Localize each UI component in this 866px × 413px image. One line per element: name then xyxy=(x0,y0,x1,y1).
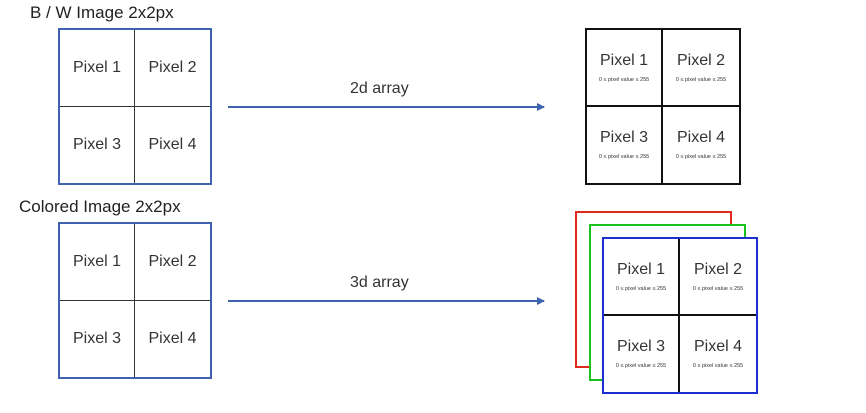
pixel-label: Pixel 4 xyxy=(676,129,726,147)
pixel-label: Pixel 3 xyxy=(599,129,649,147)
bw-pixel-grid: Pixel 1 Pixel 2 Pixel 3 Pixel 4 xyxy=(58,28,212,185)
pixel-label: Pixel 3 xyxy=(72,329,122,347)
pixel-range-text: 0 ≤ pixel value ≤ 255 xyxy=(675,154,727,161)
array-3d-cell: Pixel 3 0 ≤ pixel value ≤ 255 xyxy=(604,315,680,392)
colored-pixel-grid: Pixel 1 Pixel 2 Pixel 3 Pixel 4 xyxy=(58,222,212,379)
arrow-3d-label: 3d array xyxy=(350,274,409,291)
pixel-label: Pixel 3 xyxy=(72,135,122,153)
array-2d-cell: Pixel 1 0 ≤ pixel value ≤ 255 xyxy=(587,30,663,107)
pixel-label: Pixel 2 xyxy=(693,260,743,278)
array-2d-grid: Pixel 1 0 ≤ pixel value ≤ 255 Pixel 2 0 … xyxy=(585,28,741,185)
colored-pixel-cell: Pixel 1 xyxy=(60,224,135,301)
array-2d-cell: Pixel 4 0 ≤ pixel value ≤ 255 xyxy=(663,107,739,184)
array-2d-cell: Pixel 2 0 ≤ pixel value ≤ 255 xyxy=(663,30,739,107)
bw-pixel-cell: Pixel 2 xyxy=(135,30,210,107)
arrow-2d-label: 2d array xyxy=(350,80,409,97)
pixel-range-text: 0 ≤ pixel value ≤ 255 xyxy=(615,363,667,370)
pixel-label: Pixel 4 xyxy=(148,329,197,347)
pixel-label: Pixel 3 xyxy=(616,338,666,356)
colored-pixel-cell: Pixel 3 xyxy=(60,300,135,377)
pixel-label: Pixel 1 xyxy=(599,51,649,69)
pixel-label: Pixel 2 xyxy=(148,58,197,76)
colored-pixel-cell: Pixel 4 xyxy=(135,301,210,378)
bw-pixel-cell: Pixel 1 xyxy=(60,30,135,107)
pixel-label: Pixel 4 xyxy=(693,338,743,356)
pixel-range-text: 0 ≤ pixel value ≤ 255 xyxy=(598,76,650,83)
array-3d-cell: Pixel 4 0 ≤ pixel value ≤ 255 xyxy=(680,316,756,393)
pixel-range-text: 0 ≤ pixel value ≤ 255 xyxy=(675,76,727,83)
bw-image-title: B / W Image 2x2px xyxy=(30,3,174,22)
pixel-range-text: 0 ≤ pixel value ≤ 255 xyxy=(598,154,650,161)
pixel-label: Pixel 4 xyxy=(148,135,197,153)
bw-pixel-cell: Pixel 4 xyxy=(135,107,210,184)
pixel-range-text: 0 ≤ pixel value ≤ 255 xyxy=(615,285,667,292)
pixel-range-text: 0 ≤ pixel value ≤ 255 xyxy=(692,285,744,292)
array-2d-cell: Pixel 3 0 ≤ pixel value ≤ 255 xyxy=(587,106,663,183)
colored-pixel-cell: Pixel 2 xyxy=(135,224,210,301)
pixel-label: Pixel 2 xyxy=(676,51,726,69)
pixel-range-text: 0 ≤ pixel value ≤ 255 xyxy=(692,363,744,370)
array-3d-cell: Pixel 2 0 ≤ pixel value ≤ 255 xyxy=(680,239,756,316)
pixel-label: Pixel 1 xyxy=(72,252,122,270)
pixel-label: Pixel 1 xyxy=(72,58,122,76)
pixel-label: Pixel 1 xyxy=(616,260,666,278)
bw-pixel-cell: Pixel 3 xyxy=(60,106,135,183)
array-3d-blue-layer: Pixel 1 0 ≤ pixel value ≤ 255 Pixel 2 0 … xyxy=(602,237,758,394)
colored-image-title: Colored Image 2x2px xyxy=(19,197,181,216)
pixel-label: Pixel 2 xyxy=(148,252,197,270)
array-3d-cell: Pixel 1 0 ≤ pixel value ≤ 255 xyxy=(604,239,680,316)
